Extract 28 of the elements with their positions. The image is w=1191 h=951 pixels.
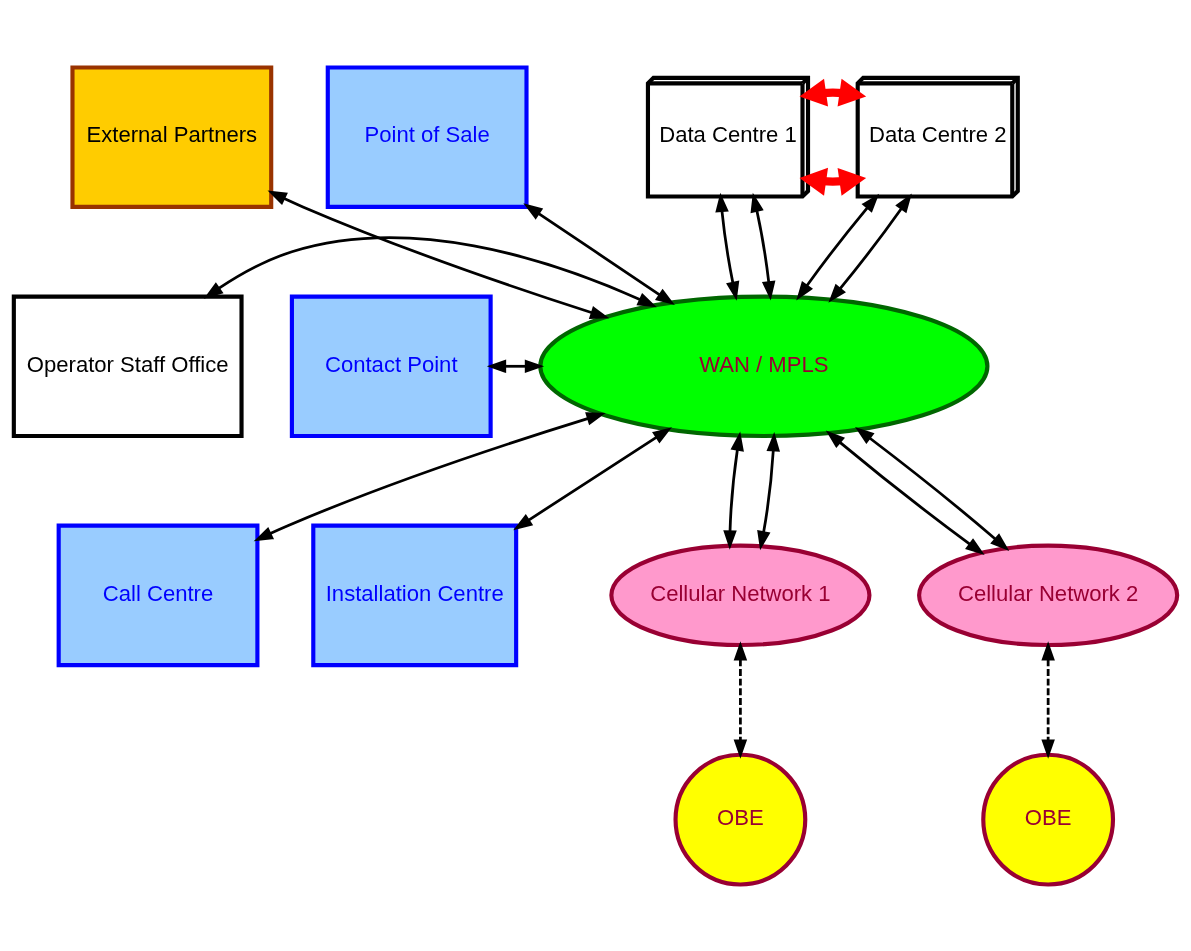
node-ellipse: Cellular Network 2 <box>917 543 1180 647</box>
arrow <box>825 429 985 555</box>
node-box: External Partners <box>70 64 274 209</box>
node-box: Installation Centre <box>311 523 519 667</box>
arrow <box>828 192 912 303</box>
arrow <box>799 167 867 196</box>
arrow <box>799 78 867 107</box>
node-circle: OBE <box>981 752 1116 887</box>
arrow <box>796 193 880 301</box>
arrow <box>523 202 675 305</box>
arrow <box>253 411 606 541</box>
node-circle: OBE <box>673 752 808 887</box>
arrow <box>1041 640 1055 759</box>
arrow <box>757 431 780 550</box>
arrow <box>723 430 744 550</box>
arrow <box>733 640 748 759</box>
node-box: Contact Point <box>289 294 493 438</box>
arrow <box>203 235 657 307</box>
arrow <box>267 190 610 319</box>
node-box: Call Centre <box>56 523 260 667</box>
node-ellipse: Cellular Network 1 <box>609 543 872 647</box>
arrow <box>750 192 776 301</box>
arrow <box>715 192 740 301</box>
arrow <box>855 426 1010 551</box>
arrow <box>513 426 672 530</box>
node-box: Point of Sale <box>325 64 529 209</box>
arrow <box>486 359 545 373</box>
node-box: Operator Staff Office <box>11 294 244 438</box>
